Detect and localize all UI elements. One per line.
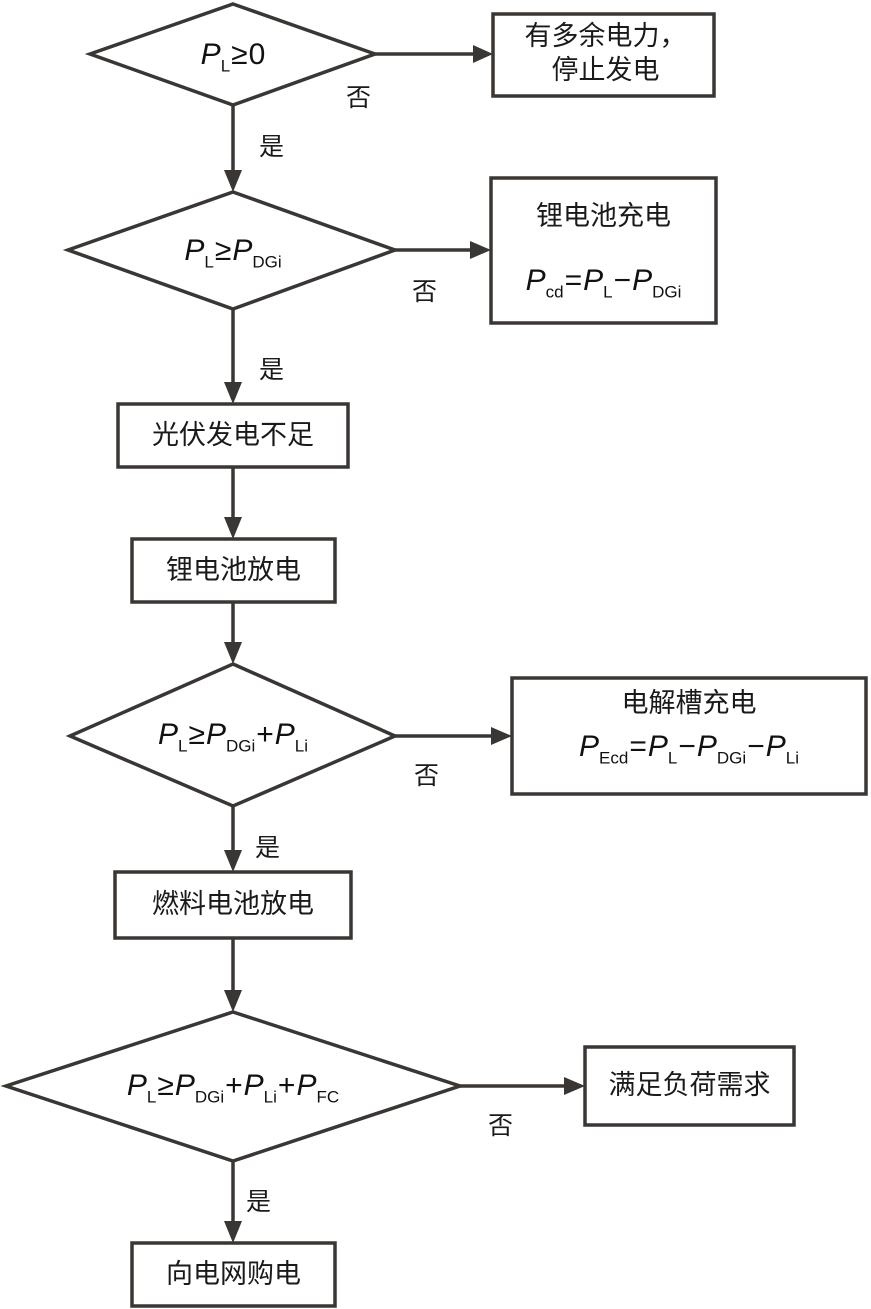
arrowhead-icon [224, 990, 242, 1012]
process-r3-shape [510, 676, 868, 796]
process-r4-label: 满足负荷需求 [608, 1070, 771, 1101]
edge-label-yes: 是 [259, 355, 285, 384]
formula-variable: P [647, 730, 668, 763]
formula-subscript: DGi [225, 736, 256, 756]
formula-operator: = [564, 264, 583, 297]
formula-variable: P [126, 1069, 147, 1102]
formula-subscript: Li [294, 736, 309, 756]
arrowhead-icon [473, 45, 493, 63]
decision-d2-label: PL≥PDGi [90, 232, 376, 273]
formula-subscript: FC [316, 1087, 340, 1107]
formula-variable: P [174, 1069, 195, 1102]
formula-subscript: cd [545, 282, 564, 302]
formula-variable: P [632, 264, 653, 297]
arrowhead-icon [224, 642, 242, 664]
sub-l: L [220, 56, 231, 76]
edge-label-no: 否 [412, 277, 438, 306]
formula-subscript: L [146, 1087, 157, 1107]
formula-operator: − [747, 730, 765, 763]
formula-subscript: Ecd [599, 748, 629, 768]
formula-variable: P [232, 234, 253, 267]
formula-subscript: DGi [652, 282, 682, 302]
process-r2-title: 锂电池充电 [536, 201, 671, 232]
formula-subscript: DGi [716, 748, 747, 768]
process-p4-shape [130, 1241, 337, 1308]
formula-subscript: DGi [252, 252, 282, 272]
process-p3-label: 燃料电池放电 [152, 889, 314, 920]
formula-operator: − [613, 264, 632, 297]
process-p1-label: 光伏发电不足 [152, 420, 314, 451]
process-r2-formula: Pcd=PL−PDGi [491, 262, 716, 303]
formula-variable: P [696, 730, 717, 763]
rhs-zero: 0 [248, 38, 266, 71]
decision-d4-label: PL≥PDGi+PLi+PFC [60, 1067, 406, 1108]
formula-subscript: L [667, 748, 678, 768]
edge-label-no: 否 [488, 1111, 514, 1140]
formula-operator: ≥ [188, 718, 205, 751]
process-p3-shape [113, 870, 353, 940]
formula-operator: + [277, 1069, 296, 1102]
formula-variable: P [243, 1069, 264, 1102]
edge-label-yes: 是 [246, 1187, 272, 1216]
formula-subscript: Li [263, 1087, 277, 1107]
process-r2-shape [489, 176, 718, 325]
formula-operator: + [256, 718, 274, 751]
decision-d1-label: PL≥0 [150, 36, 316, 77]
process-p4-label: 向电网购电 [166, 1259, 301, 1290]
arrowhead-icon [491, 727, 512, 745]
edge-label-no: 否 [346, 83, 372, 112]
process-r1-label: 有多余电力， 停止发电 [493, 20, 718, 88]
op-geq: ≥ [231, 38, 248, 71]
r1-line2: 停止发电 [551, 54, 660, 86]
formula-operator: ≥ [214, 234, 232, 267]
process-r3-title: 电解槽充电 [621, 688, 757, 719]
formula-subscript: Li [785, 748, 799, 768]
formula-variable: P [205, 718, 226, 751]
arrowhead-icon [564, 1077, 585, 1095]
formula-subscript: L [603, 282, 613, 302]
arrowhead-icon [224, 1221, 242, 1243]
formula-subscript: DGi [194, 1087, 225, 1107]
formula-subscript: L [178, 736, 188, 756]
process-r4-shape [583, 1045, 796, 1127]
arrowhead-icon [224, 382, 242, 404]
arrowhead-icon [224, 850, 242, 872]
formula-variable: P [765, 730, 786, 763]
formula-variable: P [274, 718, 295, 751]
formula-operator: + [225, 1069, 243, 1102]
r1-line1: 有多余电力， [524, 21, 687, 52]
edge-label-yes: 是 [255, 833, 281, 862]
formula-operator: = [629, 730, 647, 763]
process-p2-label: 锂电池放电 [166, 555, 301, 586]
formula-subscript: L [204, 252, 214, 272]
process-r3-formula: PEcd=PL−PDGi−PLi [512, 728, 866, 769]
edge-label-no: 否 [414, 761, 440, 790]
arrowhead-icon [224, 517, 242, 539]
edge-label-yes: 是 [259, 132, 285, 161]
var-p: P [200, 38, 221, 71]
formula-variable: P [525, 264, 546, 297]
formula-variable: P [184, 234, 205, 267]
decision-d3-label: PL≥PDGi+PLi [90, 716, 376, 757]
arrowhead-icon [470, 241, 491, 259]
formula-operator: ≥ [157, 1069, 174, 1102]
process-r1-shape [491, 12, 716, 98]
formula-variable: P [296, 1069, 317, 1102]
arrowhead-icon [224, 170, 242, 192]
formula-variable: P [157, 718, 178, 751]
formula-operator: − [678, 730, 696, 763]
formula-variable: P [583, 264, 604, 297]
formula-variable: P [579, 730, 600, 763]
